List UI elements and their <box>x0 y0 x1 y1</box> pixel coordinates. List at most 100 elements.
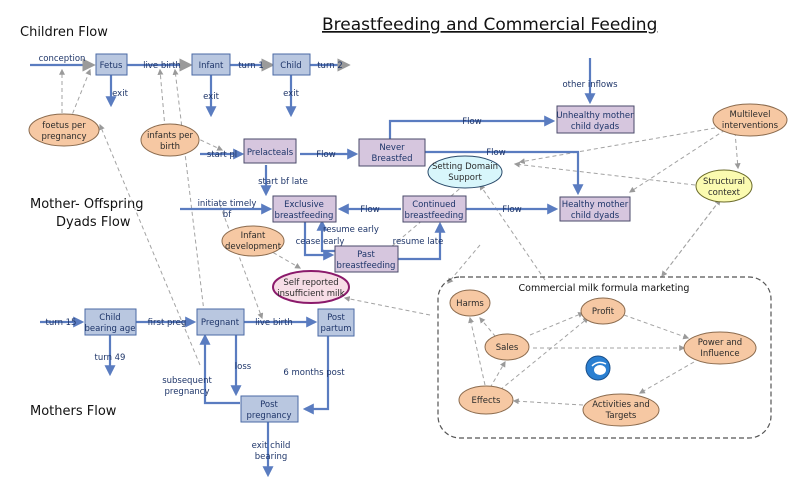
aux-infant-development[interactable] <box>221 225 285 257</box>
aux-self-reported-insufficient-milk[interactable] <box>272 270 350 304</box>
aux-setting-domain-support[interactable] <box>427 155 503 189</box>
dyads-flow-pipes <box>180 115 584 261</box>
marketing-power-influence[interactable] <box>683 331 757 365</box>
flow-label-turn-49: turn 49 <box>95 353 126 363</box>
stock-label-past-2: breastfeeding <box>337 261 396 271</box>
marketing-label-effects: Effects <box>472 396 501 406</box>
aux-structural-context[interactable] <box>695 169 753 203</box>
flow-label-subsequent-1: subsequent <box>162 376 212 386</box>
marketing-harms[interactable] <box>449 289 491 317</box>
flow-label-exit-child-bearing-2: bearing <box>255 452 287 462</box>
flow-label-never-healthy: Flow <box>486 148 505 158</box>
stock-infant[interactable] <box>191 53 231 76</box>
stock-prelacteals[interactable] <box>243 138 297 164</box>
stock-label-post-pregnancy-1: Post <box>260 400 278 410</box>
flow-label-loss: loss <box>235 362 252 372</box>
flow-label-resume-late: resume late <box>393 237 444 247</box>
stock-label-continued-2: breastfeeding <box>405 211 464 221</box>
aux-label-foetus-2: pregnancy <box>41 132 86 142</box>
flow-label-live-birth-mother: live birth <box>255 318 293 328</box>
marketing-activities-targets[interactable] <box>582 393 660 427</box>
stock-label-post-partum-2: partum <box>320 324 351 334</box>
stock-post-partum[interactable] <box>317 308 355 337</box>
stock-label-past-1: Past <box>357 250 375 260</box>
aux-label-multilevel-1: Multilevel <box>730 110 771 120</box>
aux-label-structural-2: context <box>708 188 741 198</box>
marketing-label-activities-1: Activities and <box>592 400 649 410</box>
aux-multilevel-interventions[interactable] <box>712 103 788 137</box>
flow-label-initiate-1: initiate timely <box>198 199 257 209</box>
section-dyads-flow-line1: Mother- Offspring <box>30 197 144 212</box>
stock-label-unhealthy-2: child dyads <box>571 122 620 132</box>
flow-label-cont-healthy: Flow <box>502 205 521 215</box>
stock-healthy-dyads[interactable] <box>559 196 631 222</box>
flow-label-turn-15: turn 15 <box>46 318 77 328</box>
flow-label-turn-1: turn 1 <box>238 61 264 71</box>
flow-label-exit-infant: exit <box>203 92 219 102</box>
flow-label-conception: conception <box>39 54 86 64</box>
flow-label-cease-early: cease early <box>296 237 345 247</box>
marketing-module-box[interactable] <box>437 276 772 439</box>
stock-past-breastfeeding[interactable] <box>334 245 399 273</box>
marketing-label-power-2: Influence <box>700 349 739 359</box>
stock-label-post-pregnancy-2: pregnancy <box>246 411 291 421</box>
aux-label-structural-1: Structural <box>703 177 745 187</box>
stock-label-child: Child <box>280 61 301 71</box>
aux-label-infant-dev-1: Infant <box>241 231 266 241</box>
stock-label-unhealthy-1: Unhealthy mother <box>556 111 634 121</box>
marketing-label-harms: Harms <box>456 299 484 309</box>
aux-label-setting-1: Setting Domain <box>432 162 498 172</box>
stock-continued-breastfeeding[interactable] <box>402 195 467 223</box>
stock-post-pregnancy[interactable] <box>240 395 299 423</box>
flow-label-other-inflows: other inflows <box>562 80 618 90</box>
stock-label-never-2: Breastfed <box>372 154 413 164</box>
aux-label-infants-2: birth <box>160 142 180 152</box>
flow-label-6-months-post: 6 months post <box>283 368 345 378</box>
aux-foetus-per-pregnancy[interactable] <box>28 113 100 147</box>
marketing-label-power-1: Power and <box>698 338 742 348</box>
aux-infants-per-birth[interactable] <box>140 123 200 157</box>
stock-label-post-partum-1: Post <box>327 313 345 323</box>
flow-label-excl-cont: Flow <box>360 205 379 215</box>
stock-label-fetus: Fetus <box>100 61 123 71</box>
flow-label-first-preg: first preg <box>148 318 187 328</box>
aux-label-multilevel-2: interventions <box>722 121 779 131</box>
stock-exclusive-breastfeeding[interactable] <box>272 195 337 223</box>
stock-fetus[interactable] <box>95 53 128 76</box>
stock-label-child-bearing-1: Child <box>99 313 120 323</box>
flow-label-turn-2: turn 2 <box>317 61 343 71</box>
stock-label-child-bearing-2: bearing age <box>84 324 135 334</box>
stock-child-bearing-age[interactable] <box>84 308 137 336</box>
aux-label-self-reported-2: insufficient milk <box>277 289 344 299</box>
stock-never-breastfed[interactable] <box>358 138 426 167</box>
flow-label-exit-child: exit <box>283 89 299 99</box>
marketing-label-profit: Profit <box>592 307 615 317</box>
aux-label-infants-1: infants per <box>147 131 193 141</box>
stock-pregnant[interactable] <box>196 308 245 336</box>
stock-label-pregnant: Pregnant <box>201 318 240 328</box>
stock-child[interactable] <box>272 53 311 76</box>
stock-label-prelacteals: Prelacteals <box>247 148 294 158</box>
flow-label-exit-child-bearing-1: exit child <box>252 441 291 451</box>
section-children-flow: Children Flow <box>20 25 108 40</box>
flow-label-never-unhealthy: Flow <box>462 117 481 127</box>
marketing-profit[interactable] <box>580 297 626 325</box>
marketing-module-label: Commercial milk formula marketing <box>519 283 690 294</box>
flow-label-subsequent-2: pregnancy <box>164 387 209 397</box>
marketing-label-activities-2: Targets <box>605 411 637 421</box>
marketing-sales[interactable] <box>484 333 530 361</box>
aux-label-self-reported-1: Self reported <box>283 278 338 288</box>
stock-label-never-1: Never <box>379 143 405 153</box>
flow-label-live-birth: live birth <box>143 61 181 71</box>
stock-label-healthy-1: Healthy mother <box>562 200 629 210</box>
marketing-effects[interactable] <box>458 385 514 415</box>
stock-label-exclusive-1: Exclusive <box>284 200 324 210</box>
flow-label-initiate-2: bf <box>223 210 232 220</box>
stock-unhealthy-dyads[interactable] <box>556 105 635 134</box>
flow-label-resume-early: resume early <box>323 225 379 235</box>
aux-label-setting-2: Support <box>448 173 482 183</box>
flow-label-start-pl: start pl <box>207 150 237 160</box>
section-mothers-flow: Mothers Flow <box>30 404 117 419</box>
flow-label-exit-fetus: exit <box>112 89 128 99</box>
flow-label-start-bf-late: start bf late <box>258 177 308 187</box>
